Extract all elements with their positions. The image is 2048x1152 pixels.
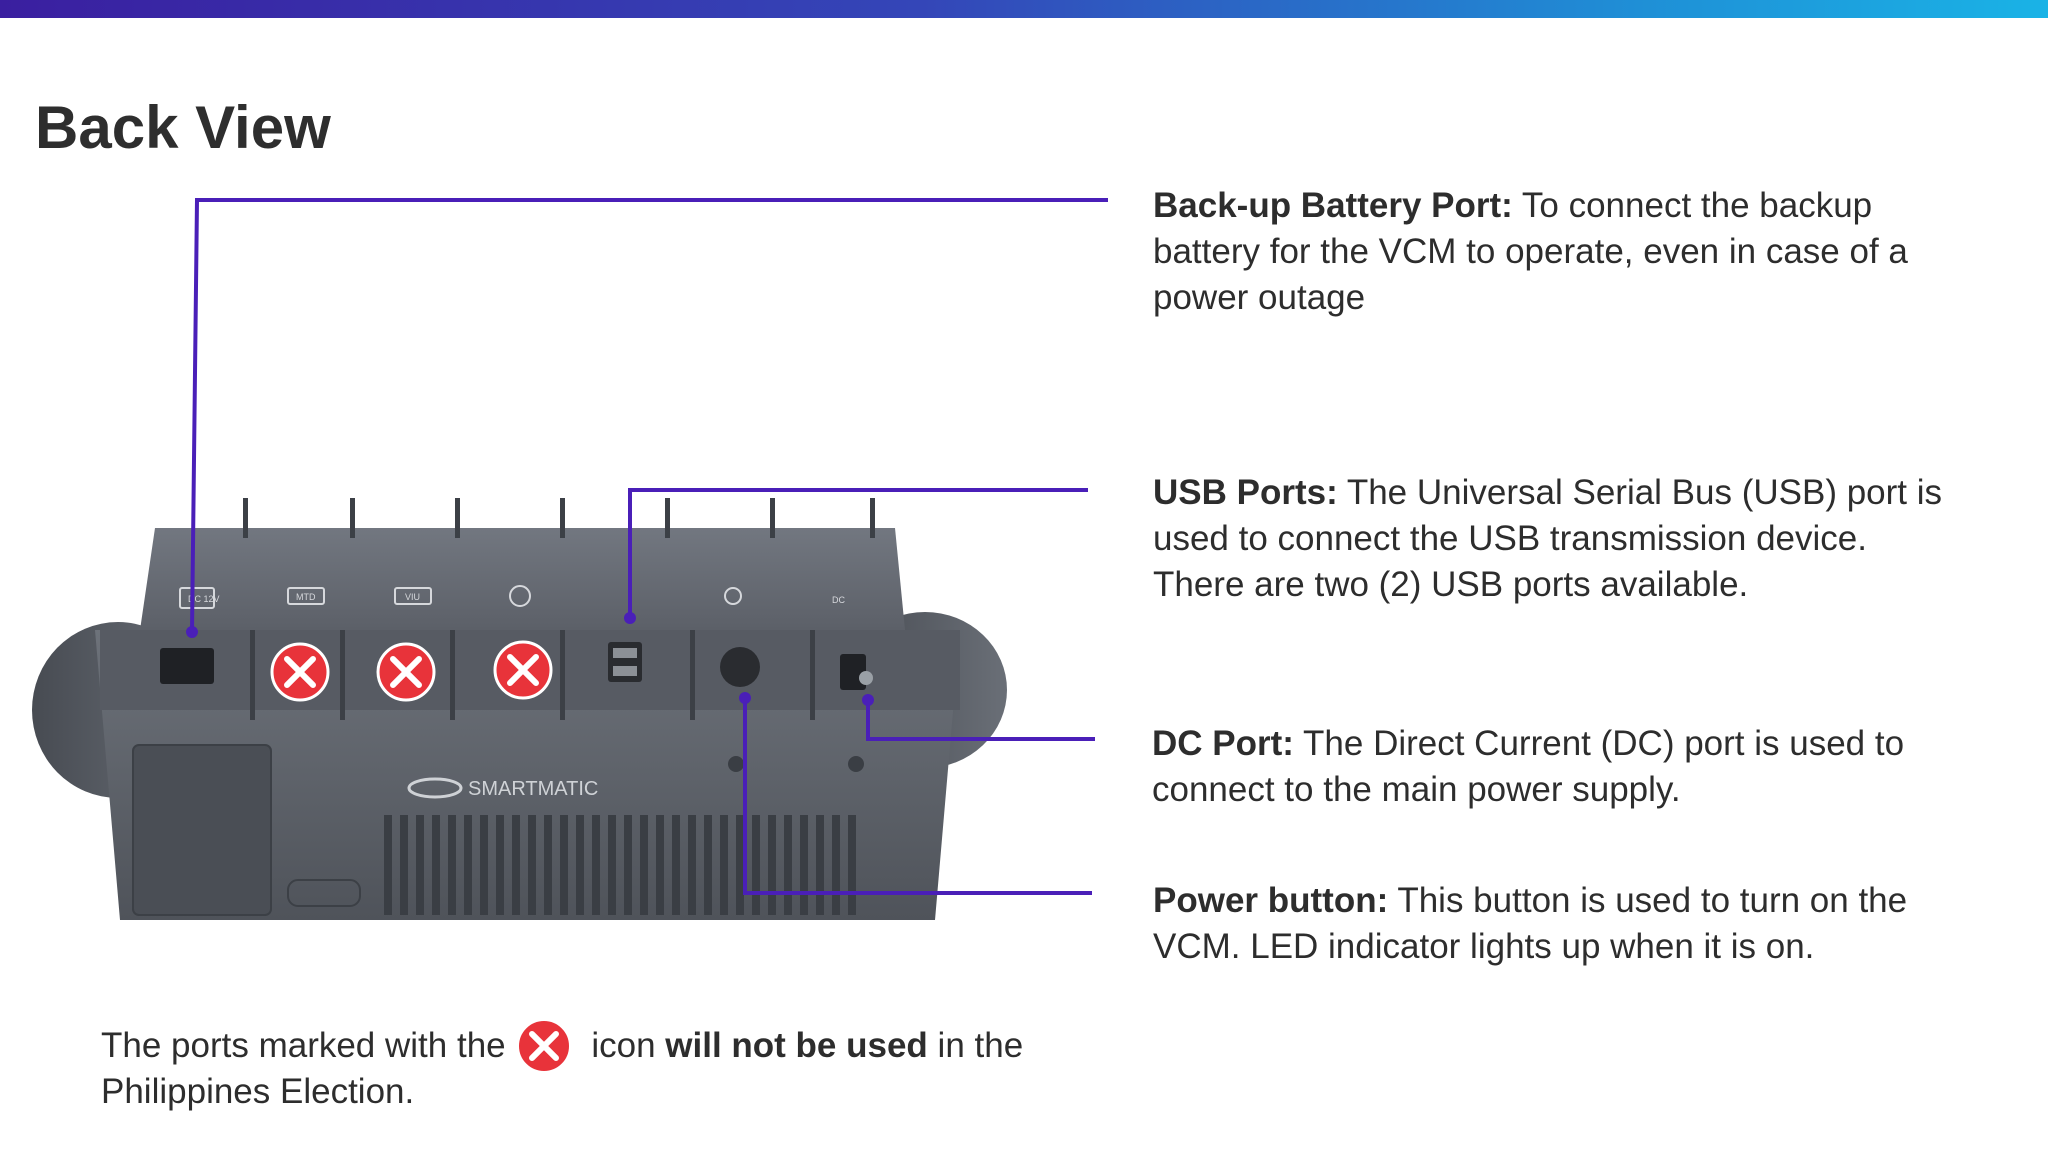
callout-usb-label: USB Ports: xyxy=(1153,473,1338,512)
unused-port-marker-3 xyxy=(493,640,553,700)
panel-port-icons xyxy=(179,585,742,609)
brand-logo: SMARTMATIC xyxy=(407,777,598,800)
footnote: The ports marked with the icon will not … xyxy=(101,1018,1101,1115)
vent-grille xyxy=(384,815,856,915)
power-leader-line xyxy=(743,698,1092,895)
callout-usb-text: The Universal Serial Bus (USB) port is u… xyxy=(1153,473,1943,604)
callout-power-label: Power button: xyxy=(1153,881,1389,920)
battery-door xyxy=(132,744,272,916)
callout-battery-port: Back-up Battery Port: To connect the bac… xyxy=(1153,183,1953,321)
callout-power-button: Power button: This button is used to tur… xyxy=(1153,878,1953,970)
callout-power-text: This button is used to turn on the VCM. … xyxy=(1153,881,1908,966)
dc-port xyxy=(840,654,866,690)
usb-leader-line xyxy=(628,488,1088,618)
unused-port-marker-2 xyxy=(376,642,436,702)
unused-port-marker-1 xyxy=(270,642,330,702)
red-x-icon xyxy=(516,1018,571,1073)
top-accent-bar xyxy=(0,0,2048,18)
power-led-indicator xyxy=(728,756,744,772)
footnote-before: The ports marked with the xyxy=(101,1026,506,1065)
dc-leader-line xyxy=(866,700,1095,741)
brand-name: SMARTMATIC xyxy=(468,778,598,800)
page-title: Back View xyxy=(35,94,331,161)
footnote-middle: icon xyxy=(581,1026,666,1065)
dc-led-indicator xyxy=(848,756,864,772)
callout-dc-label: DC Port: xyxy=(1152,724,1294,763)
port-panel xyxy=(140,528,905,630)
battery-port xyxy=(160,648,214,684)
battery-leader-line xyxy=(190,198,1108,633)
port-label-dc: DC xyxy=(832,595,845,605)
callout-dc-text: The Direct Current (DC) port is used to … xyxy=(1152,724,1905,809)
port-label-mtd: MTD xyxy=(296,592,316,602)
port-label-dc12v: DC 12V xyxy=(188,594,220,604)
callout-usb-ports: USB Ports: The Universal Serial Bus (USB… xyxy=(1153,470,1953,608)
callout-dc-port: DC Port: The Direct Current (DC) port is… xyxy=(1152,721,1952,813)
footnote-emphasis: will not be used xyxy=(665,1026,928,1065)
footnote-after: in the Philippines Election. xyxy=(101,1026,1024,1111)
port-label-viu: VIU xyxy=(405,592,420,602)
panel-fins xyxy=(243,498,875,720)
callout-battery-text: To connect the backup battery for the VC… xyxy=(1153,186,1908,317)
power-button xyxy=(720,647,760,687)
callout-battery-label: Back-up Battery Port: xyxy=(1153,186,1513,225)
